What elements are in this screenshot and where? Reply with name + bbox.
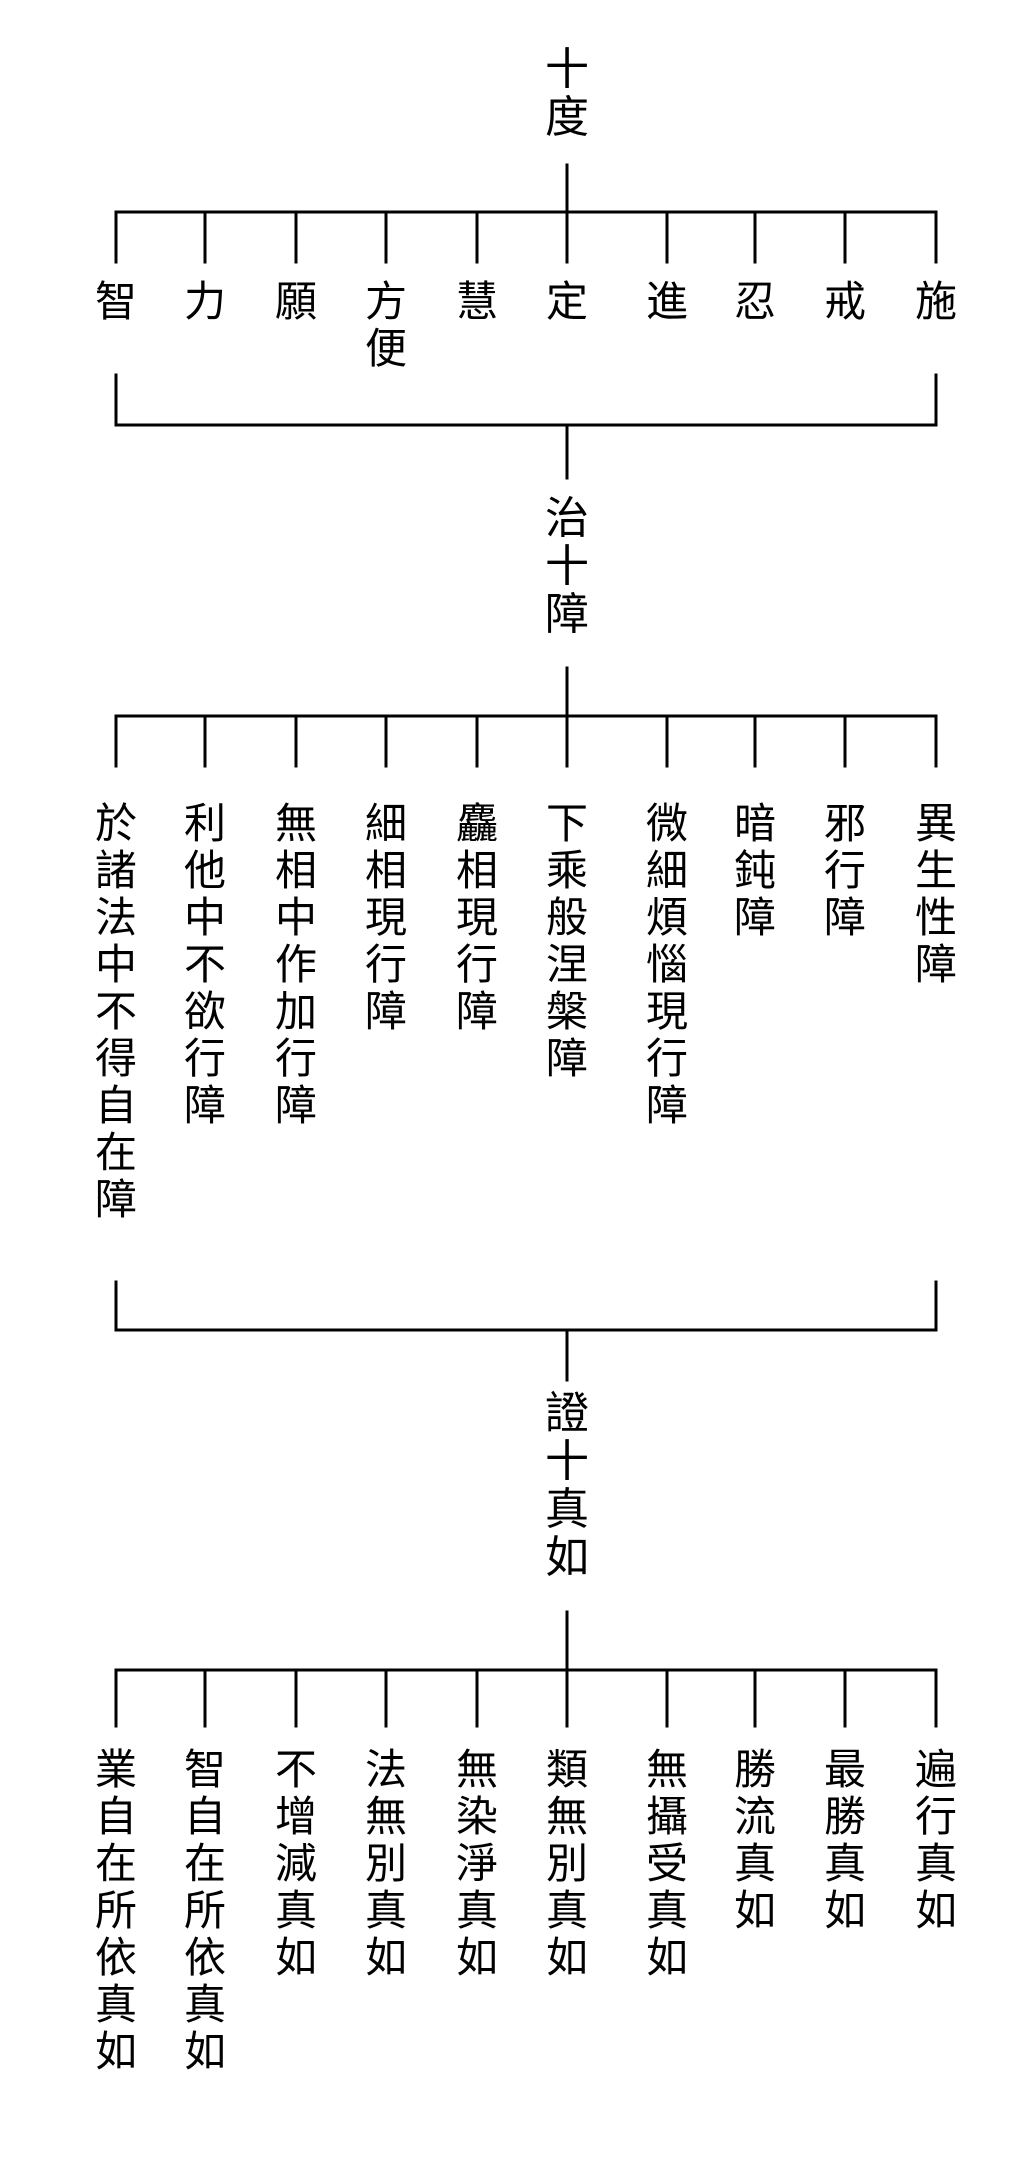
perfection-node: 戒 xyxy=(823,277,866,326)
root-node: 十 度 xyxy=(545,44,589,143)
hub-suchness-node: 證 十 真 如 xyxy=(545,1388,589,1583)
suchness-node: 遍 行 真 如 xyxy=(914,1745,957,1935)
obstacle-node: 邪 行 障 xyxy=(823,799,866,942)
perfection-node: 慧 xyxy=(455,277,498,326)
suchness-node: 無 攝 受 真 如 xyxy=(645,1745,688,1982)
obstacle-node: 異 生 性 障 xyxy=(914,799,957,989)
obstacle-node: 麤 相 現 行 障 xyxy=(455,799,498,1036)
obstacle-node: 細 相 現 行 障 xyxy=(364,799,407,1036)
perfection-node: 方 便 xyxy=(364,277,407,373)
obstacle-node: 無 相 中 作 加 行 障 xyxy=(274,799,317,1130)
perfection-node: 力 xyxy=(183,277,226,326)
obstacle-node: 微 細 煩 惱 現 行 障 xyxy=(645,799,688,1130)
obstacle-node: 暗 鈍 障 xyxy=(733,799,776,942)
obstacle-node: 利 他 中 不 欲 行 障 xyxy=(183,799,226,1130)
perfection-node: 智 xyxy=(94,277,137,326)
suchness-node: 智 自 在 所 依 真 如 xyxy=(183,1745,226,2076)
perfection-node: 忍 xyxy=(733,277,776,326)
perfection-node: 進 xyxy=(645,277,688,326)
suchness-node: 不 增 減 真 如 xyxy=(274,1745,317,1982)
hub-obstacles-node: 治 十 障 xyxy=(545,493,589,640)
suchness-node: 勝 流 真 如 xyxy=(733,1745,776,1935)
obstacle-node: 下 乘 般 涅 槃 障 xyxy=(545,799,588,1083)
suchness-node: 無 染 淨 真 如 xyxy=(455,1745,498,1982)
suchness-node: 類 無 別 真 如 xyxy=(545,1745,588,1982)
perfection-node: 定 xyxy=(545,277,588,326)
suchness-node: 法 無 別 真 如 xyxy=(364,1745,407,1982)
obstacle-node: 於 諸 法 中 不 得 自 在 障 xyxy=(94,799,137,1224)
perfection-node: 施 xyxy=(914,277,957,326)
perfection-node: 願 xyxy=(274,277,317,326)
suchness-node: 最 勝 真 如 xyxy=(823,1745,866,1935)
suchness-node: 業 自 在 所 依 真 如 xyxy=(94,1745,137,2076)
